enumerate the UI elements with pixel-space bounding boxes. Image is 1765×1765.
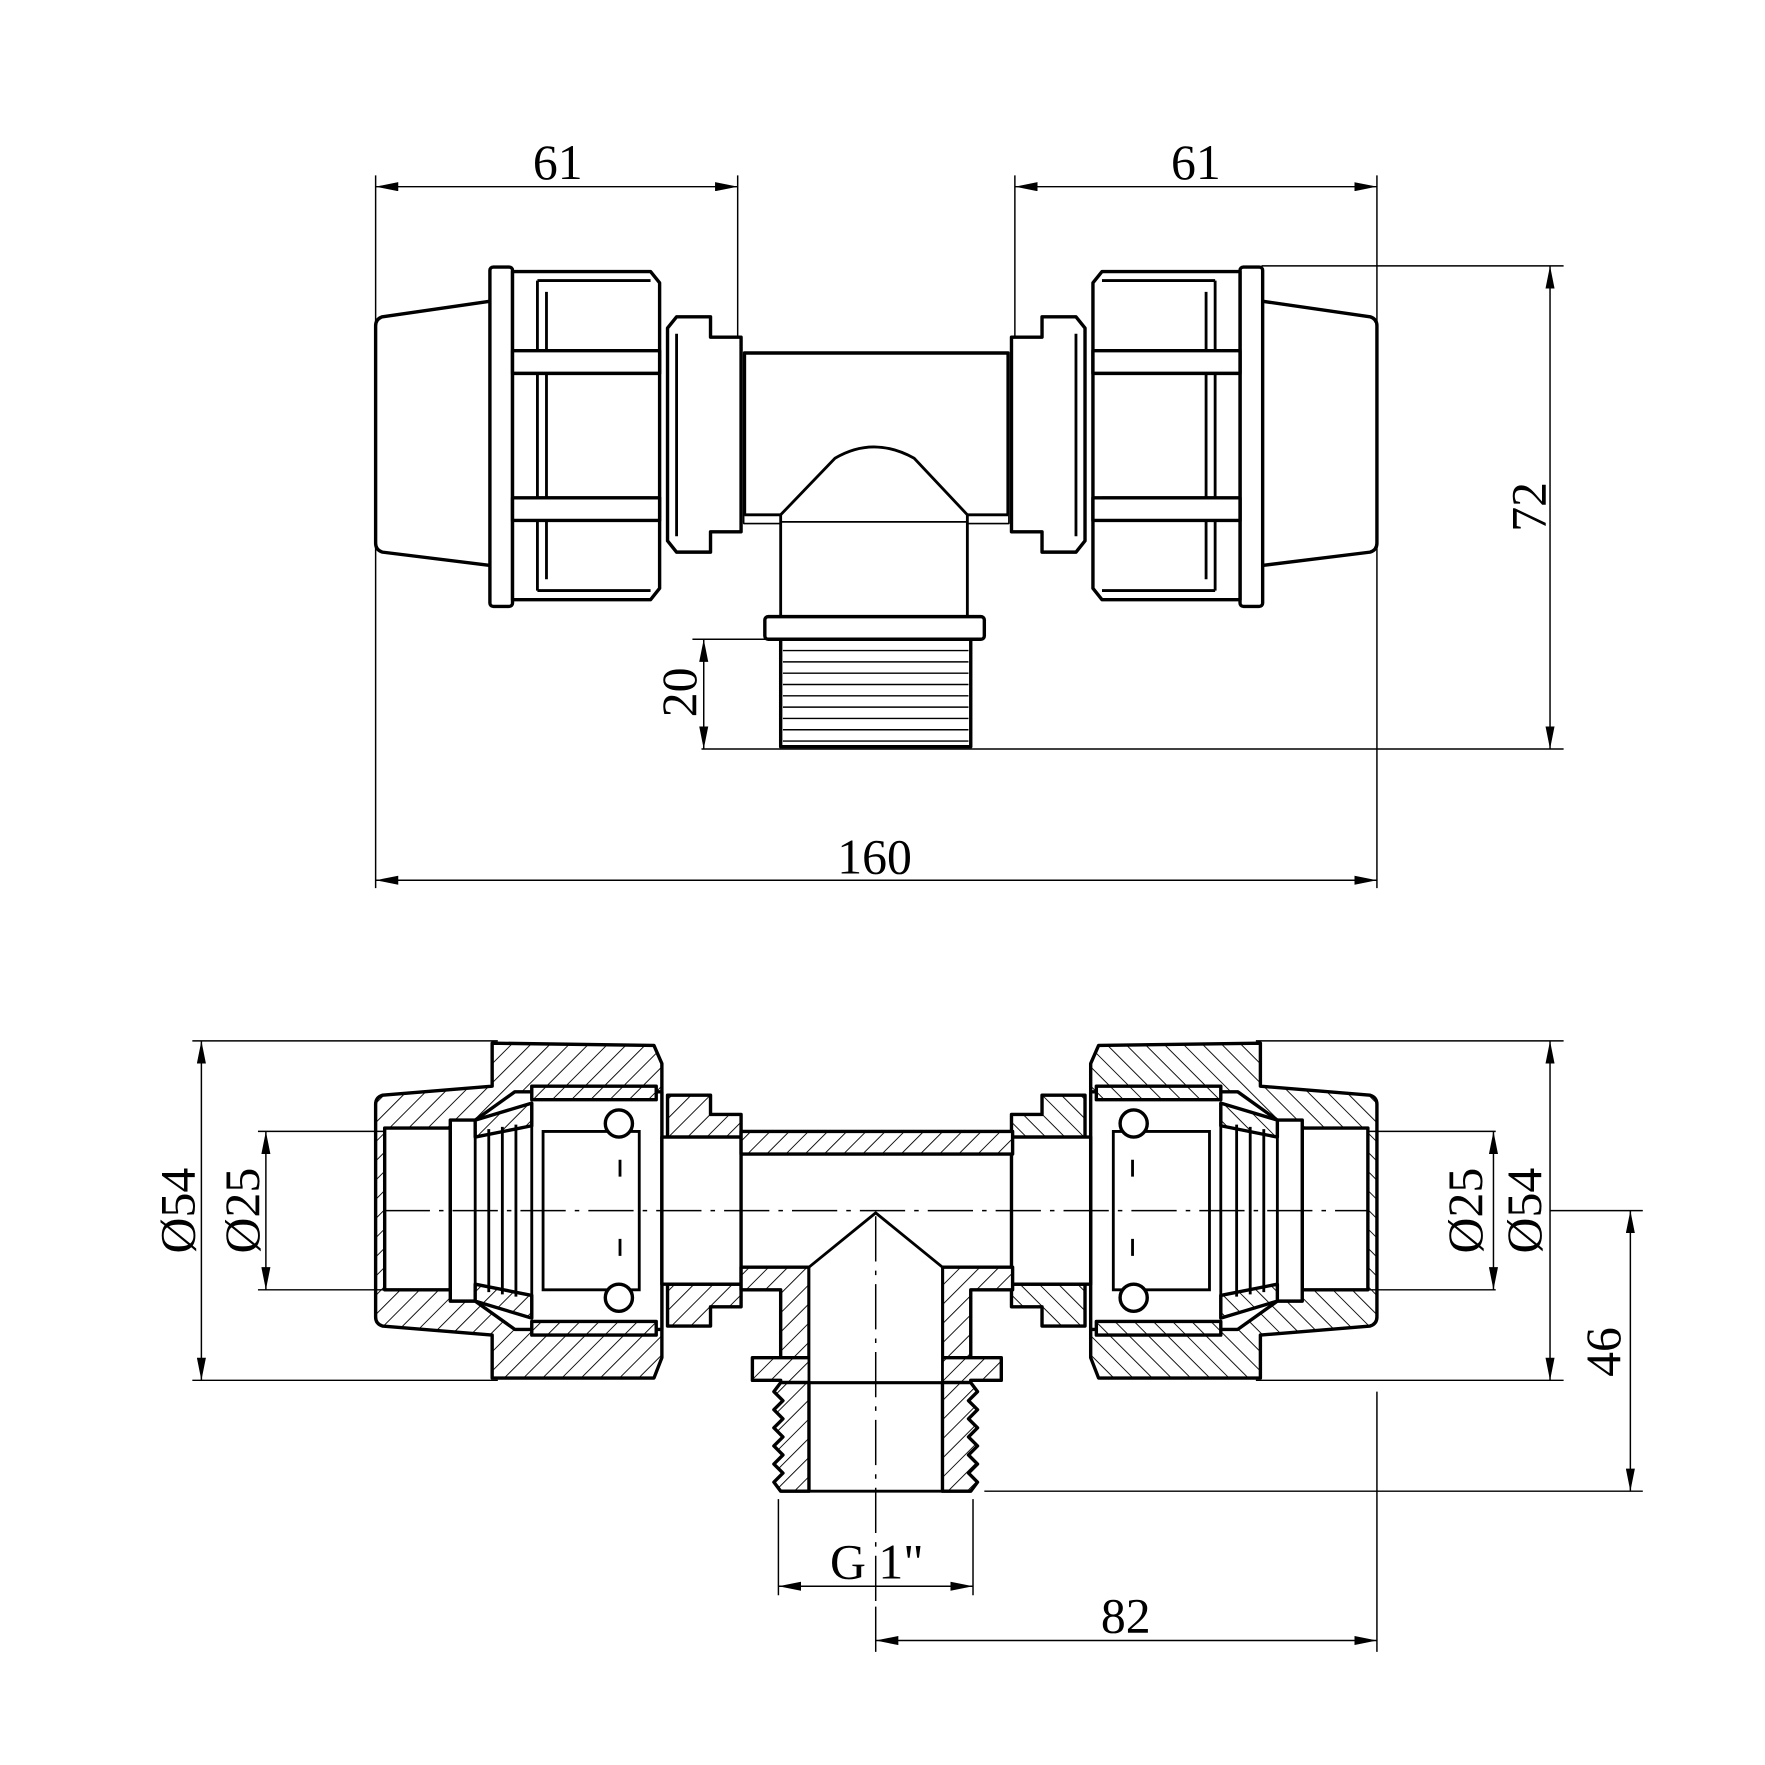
top-dimensions: 61 61 72 20 160: [374, 135, 1564, 889]
dim-branch-height: 46: [1576, 1327, 1631, 1377]
dim-outer-diameter-right: Ø54: [1497, 1168, 1552, 1254]
tee-body: [742, 351, 1010, 749]
dim-thread-size: G 1": [830, 1534, 924, 1589]
dim-half-length: 82: [1101, 1589, 1151, 1644]
dim-total-length: 160: [837, 829, 912, 884]
dim-height: 72: [1502, 482, 1557, 532]
top-view: 61 61 72 20 160: [373, 135, 1564, 889]
tee-body-section: [739, 1129, 1015, 1493]
dim-right-length: 61: [1171, 135, 1221, 190]
dim-pipe-diameter-left: Ø25: [215, 1168, 270, 1254]
left-coupling: [373, 265, 743, 609]
dim-thread-length: 20: [652, 668, 707, 718]
section-dimensions: Ø54 Ø25 Ø25 Ø54 46 G 1" 82: [151, 1040, 1643, 1652]
dim-outer-diameter-left: Ø54: [151, 1168, 206, 1254]
center-lines: [384, 1209, 1370, 1607]
dim-pipe-diameter-right: Ø25: [1438, 1168, 1493, 1254]
dim-left-length: 61: [533, 135, 583, 190]
section-view: Ø54 Ø25 Ø25 Ø54 46 G 1" 82: [151, 1040, 1643, 1652]
right-coupling: [1009, 265, 1379, 609]
